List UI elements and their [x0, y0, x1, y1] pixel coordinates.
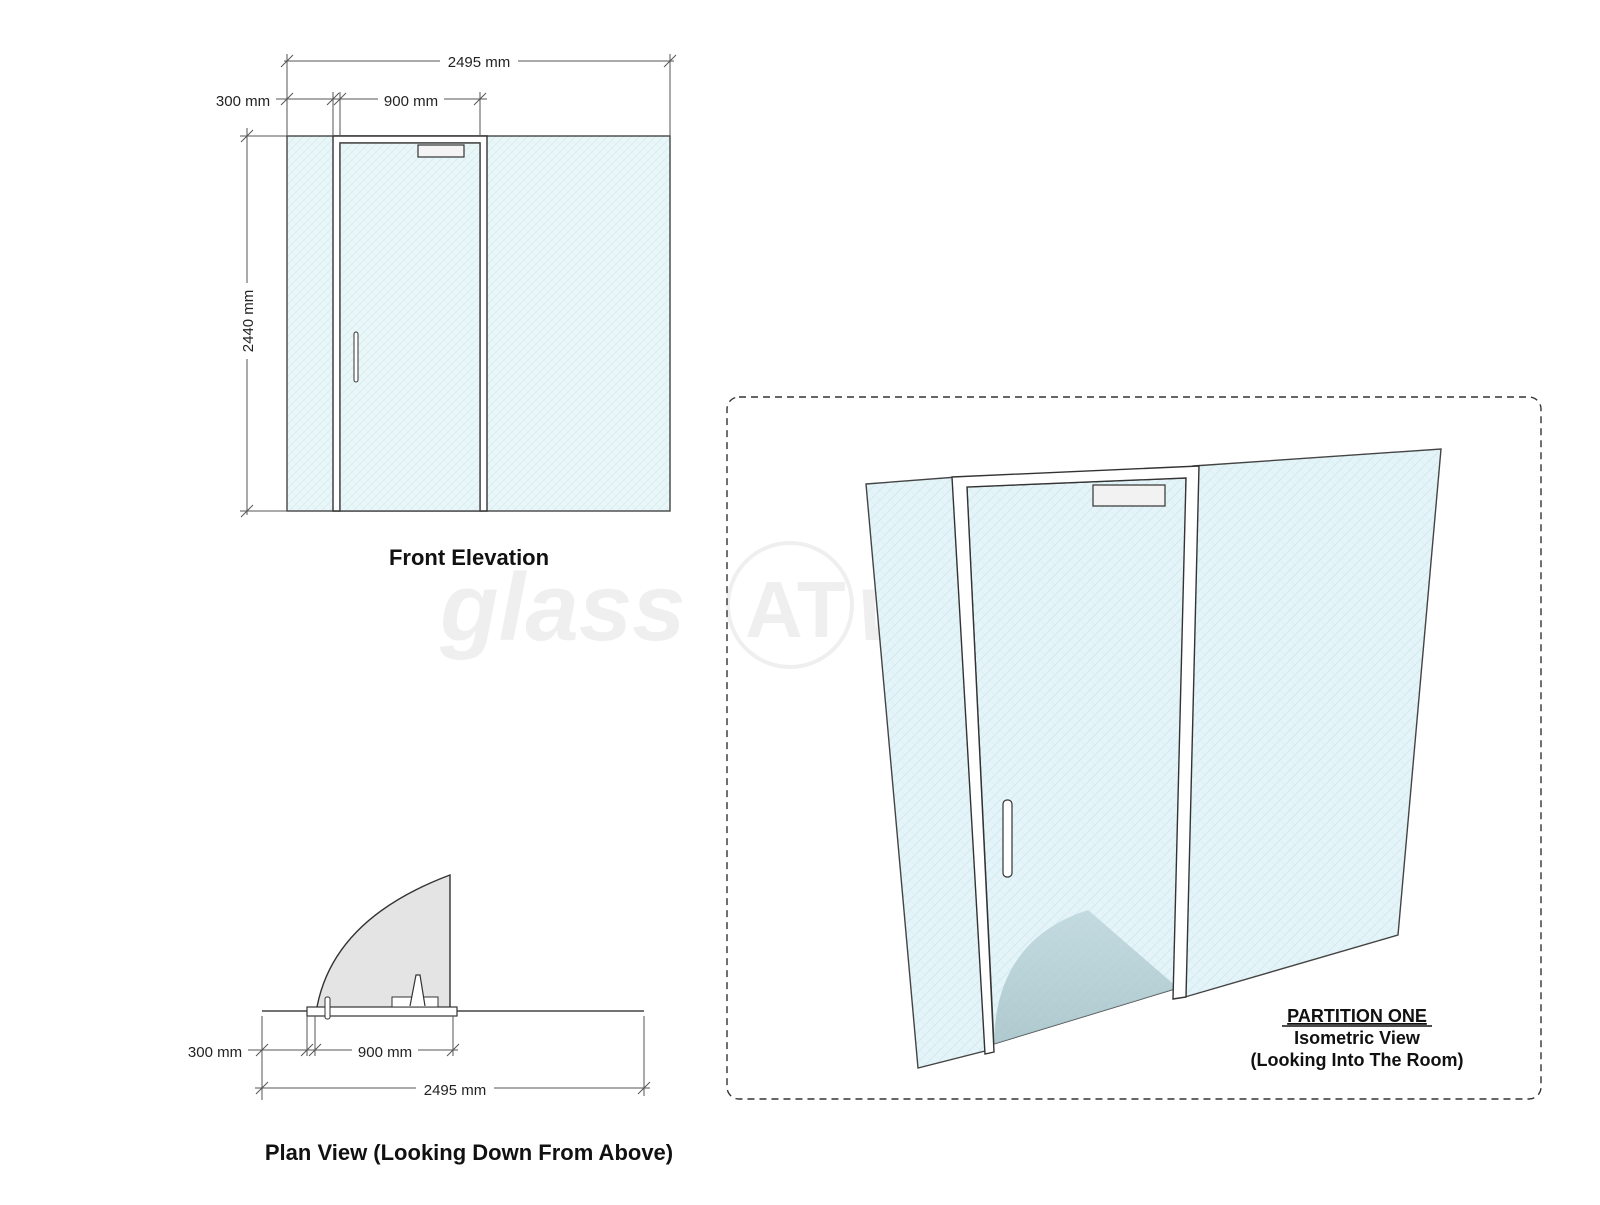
elevation-door-handle: [353, 331, 359, 383]
iso-door-frame: [951, 465, 1200, 1055]
plan-view-title: Plan View (Looking Down From Above): [265, 1140, 673, 1165]
isometric-view: PARTITION ONE Isometric View (Looking In…: [726, 396, 1542, 1100]
plan-door-swing: [315, 873, 451, 1014]
plan-door-handle: [324, 996, 331, 1020]
iso-door-closer: [1092, 484, 1166, 507]
front-elevation: 2495 mm 300 mm 900 mm 2440 mm Front Elev…: [210, 52, 677, 570]
watermark-mid: AT: [745, 565, 846, 654]
front-elevation-title: Front Elevation: [389, 545, 549, 570]
elevation-dim-overall-label: 2495 mm: [448, 54, 511, 71]
watermark-ring: [726, 541, 854, 669]
plan-dim-door-label: 900 mm: [358, 1044, 412, 1061]
iso-door-handle: [1002, 799, 1013, 878]
plan-closer-arm: [409, 974, 426, 1007]
iso-heading: PARTITION ONE: [1287, 1006, 1427, 1026]
elevation-dim-side-label: 300 mm: [216, 93, 270, 110]
elevation-dim-height-label: 2440 mm: [240, 290, 257, 353]
plan-dim-side-label: 300 mm: [188, 1044, 242, 1061]
plan-door-frame: [306, 1006, 458, 1017]
elevation-dim-door-label: 900 mm: [384, 93, 438, 110]
plan-view: 300 mm 900 mm 2495 mm Plan View (Looking…: [182, 873, 673, 1165]
plan-dim-overall-label: 2495 mm: [424, 1082, 487, 1099]
iso-line-1: Isometric View: [1294, 1028, 1421, 1048]
elevation-door-closer: [417, 144, 465, 158]
iso-line-2: (Looking Into The Room): [1251, 1050, 1464, 1070]
iso-door-swing: [994, 910, 1178, 1044]
isometric-dashed-box: [726, 396, 1542, 1100]
watermark-left: glass: [439, 554, 685, 661]
iso-right-panel: [1184, 448, 1442, 998]
elevation-door-leaf: [339, 142, 481, 512]
